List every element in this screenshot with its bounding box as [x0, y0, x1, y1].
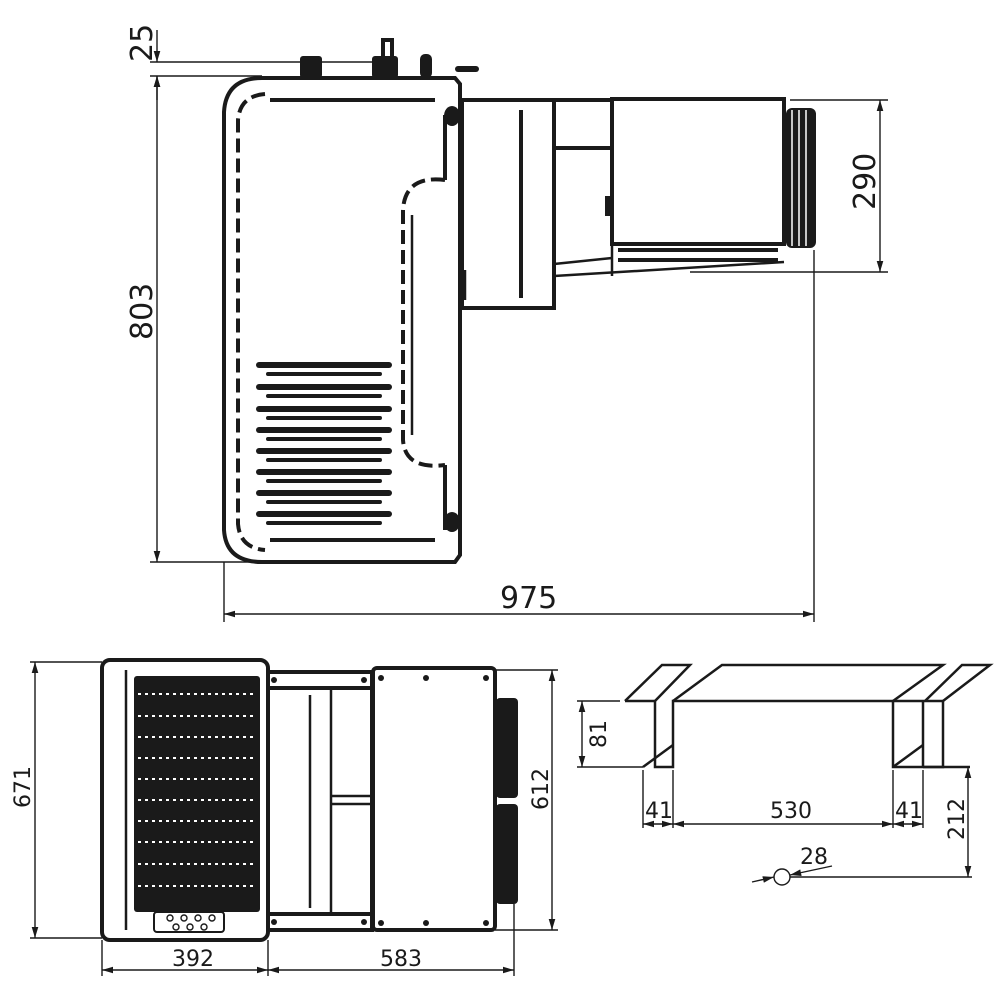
- svg-text:803: 803: [125, 283, 160, 340]
- top-view: 671 612 392 583: [11, 658, 558, 976]
- svg-text:392: 392: [172, 947, 214, 972]
- svg-text:41: 41: [645, 799, 673, 824]
- svg-text:28: 28: [800, 845, 828, 870]
- dimension-overall-length: 975: [223, 250, 815, 622]
- fitting-3: [420, 54, 432, 78]
- svg-text:530: 530: [770, 799, 812, 824]
- svg-text:290: 290: [848, 153, 883, 210]
- dimension-depth: 671: [11, 661, 102, 939]
- sleeve-top: [266, 670, 374, 932]
- dimension-drain-height: 212: [945, 767, 972, 877]
- dimension-overall-height: 803: [125, 76, 262, 563]
- dimension-top-offset: 25: [125, 24, 380, 100]
- evaporator-top: [100, 658, 270, 942]
- drain-hole: 28: [751, 845, 972, 886]
- condenser-fan-guard: [786, 108, 816, 248]
- svg-text:671: 671: [11, 766, 36, 808]
- wall-cutout: 81 41 530 41 212 28: [577, 663, 994, 886]
- dimension-condenser-depth: 612: [495, 669, 558, 931]
- svg-text:612: 612: [529, 768, 554, 810]
- louver-grille: [256, 362, 392, 525]
- condenser-top: [371, 666, 518, 932]
- evaporator-coil: [134, 676, 260, 912]
- fitting-1: [300, 56, 322, 78]
- dimension-condenser-width: 583: [268, 904, 515, 976]
- fan-guard-upper: [496, 698, 518, 798]
- dimension-flanges: 41 530 41: [642, 770, 924, 828]
- fan-guard-lower: [496, 804, 518, 904]
- dimension-condenser-height: 290: [690, 99, 888, 273]
- side-view: 25 803 290 975: [125, 24, 888, 622]
- svg-text:583: 583: [380, 947, 422, 972]
- svg-text:25: 25: [125, 24, 160, 62]
- svg-text:212: 212: [945, 798, 970, 840]
- dimension-cutout-height: 81: [577, 700, 643, 768]
- svg-text:975: 975: [500, 581, 557, 616]
- evaporator-housing: [222, 38, 479, 564]
- condenser-section: [460, 97, 816, 310]
- svg-text:41: 41: [895, 799, 923, 824]
- dimension-evaporator-width: 392: [101, 940, 269, 976]
- svg-text:81: 81: [587, 720, 612, 748]
